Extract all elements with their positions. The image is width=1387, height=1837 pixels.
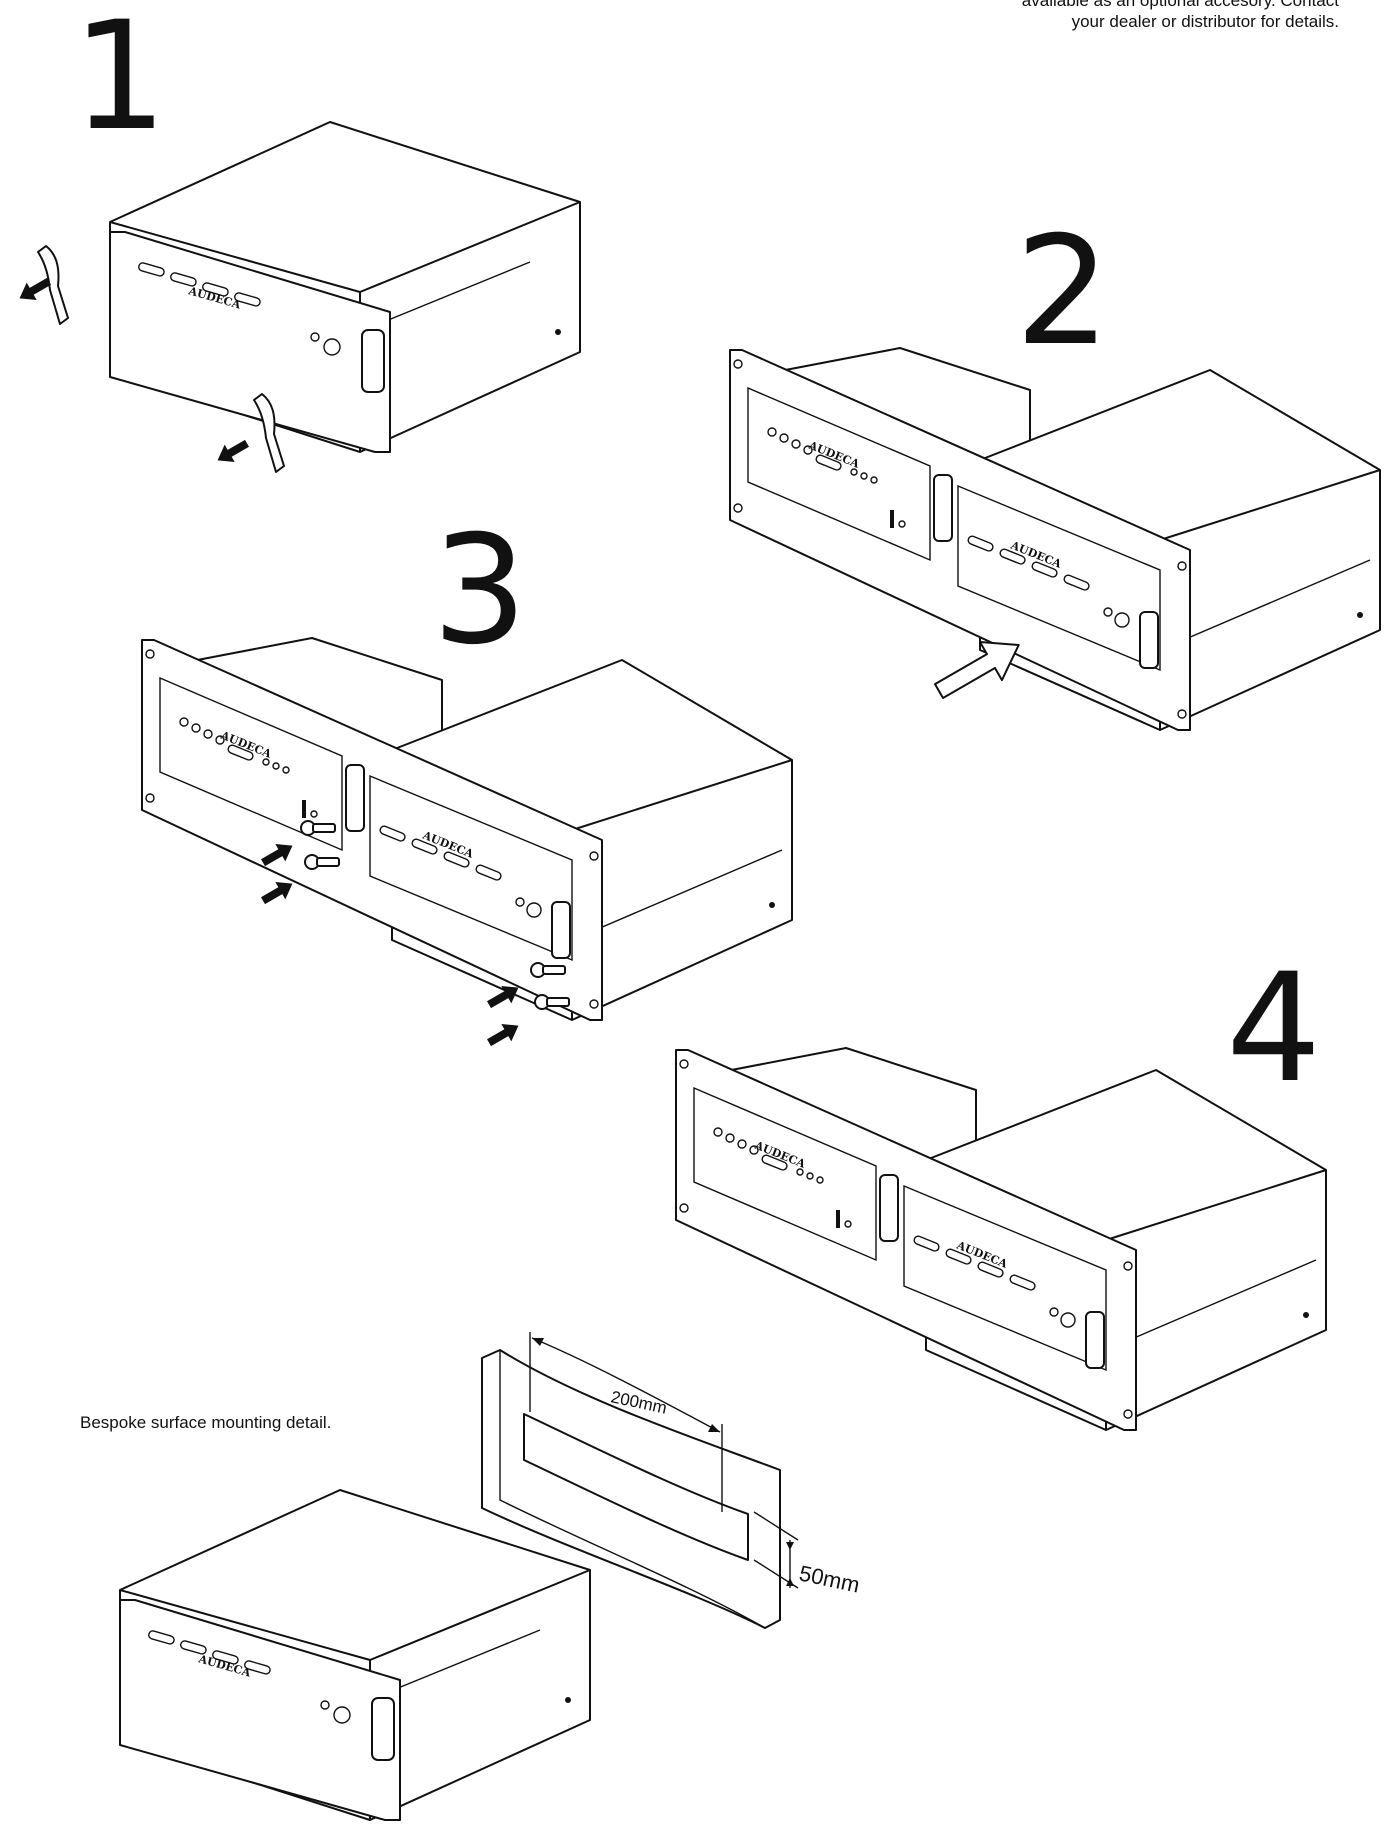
step-1-unit: AUDECA: [109, 121, 581, 453]
surface-mount-caption: Bespoke surface mounting detail.: [80, 1413, 332, 1432]
screw-arrow-icon: [484, 1017, 524, 1052]
surface-mount-unit: AUDECA: [119, 1489, 591, 1821]
screw-icon: [300, 820, 336, 836]
step-3-numeral: 3: [432, 504, 527, 678]
screw-icon: [304, 854, 340, 870]
step-2-rack: AUDECA AUDECA: [729, 347, 1381, 731]
accessory-note-line-1: available as an optional accesory. Conta…: [1021, 0, 1339, 10]
step-3-rack: AUDECA AUDECA: [141, 637, 793, 1021]
accessory-note-line-2: your dealer or distributor for details.: [1071, 12, 1339, 31]
screw-icon: [534, 994, 570, 1010]
pull-arrow-icon: [212, 434, 252, 469]
dimension-height-label: 50mm: [797, 1560, 862, 1597]
accessory-note: available as an optional accesory. Conta…: [919, 0, 1339, 32]
mounting-panel: [481, 1332, 799, 1629]
step-4-numeral: 4: [1226, 942, 1321, 1116]
screw-icon: [530, 962, 566, 978]
step-1-numeral: 1: [72, 0, 167, 164]
step-2-numeral: 2: [1015, 205, 1110, 379]
step-4-rack: AUDECA AUDECA: [675, 1047, 1327, 1431]
